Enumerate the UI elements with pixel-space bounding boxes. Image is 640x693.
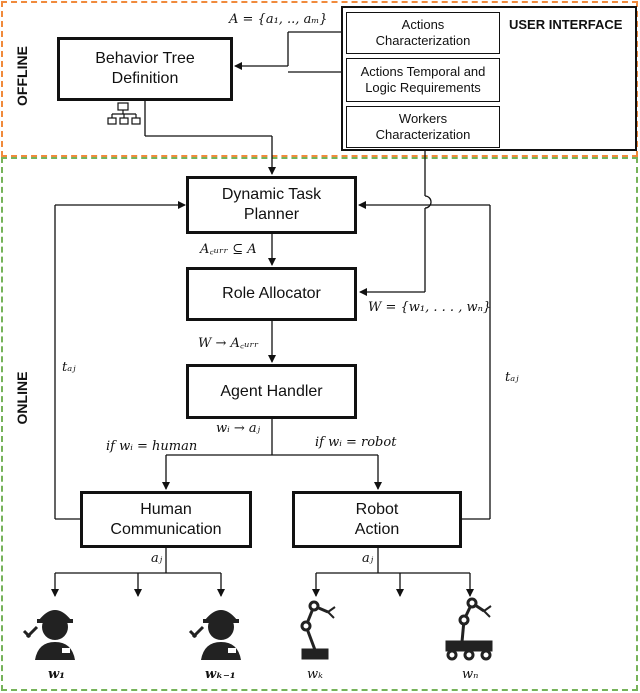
w1-label: w₁ <box>48 667 65 682</box>
if-robot-label: if wᵢ = robot <box>315 435 397 450</box>
actions-characterization-box: Actions Characterization <box>346 12 500 54</box>
aj-left-label: aⱼ <box>151 551 163 566</box>
offline-region <box>1 1 638 157</box>
worker-icon-1 <box>22 610 75 660</box>
if-human-label: if wᵢ = human <box>106 439 198 454</box>
agent-handler-box: Agent Handler <box>186 364 357 419</box>
worker-icon-2 <box>188 610 241 660</box>
aj-right-label: aⱼ <box>362 551 374 566</box>
actions-set-label: A = {a₁, .., aₘ} <box>229 12 328 27</box>
task-planner-box: Dynamic Task Planner <box>186 176 357 234</box>
wn-label: wₙ <box>462 667 479 682</box>
t-aj-left-label: tₐⱼ <box>62 360 76 375</box>
w-to-acurr-label: W → A꜀ᵤᵣᵣ <box>198 336 259 351</box>
human-communication-box: Human Communication <box>80 491 252 548</box>
robot-arm-icon-2 <box>445 597 493 661</box>
user-interface-title: USER INTERFACE <box>509 17 623 32</box>
acurr-subset-label: A꜀ᵤᵣᵣ ⊆ A <box>200 242 257 257</box>
role-allocator-box: Role Allocator <box>186 267 357 321</box>
actions-temporal-requirements-box: Actions Temporal and Logic Requirements <box>346 58 500 102</box>
hierarchy-icon <box>107 102 141 125</box>
wk-label: wₖ <box>307 667 323 682</box>
wk-minus-1-label: wₖ₋₁ <box>205 667 236 682</box>
robot-action-box: Robot Action <box>292 491 462 548</box>
behavior-tree-box: Behavior Tree Definition <box>57 37 233 101</box>
workers-set-label: W = {w₁, . . . , wₙ} <box>368 300 492 315</box>
wi-to-aj-label: wᵢ → aⱼ <box>216 421 261 436</box>
t-aj-right-label: tₐⱼ <box>505 370 519 385</box>
online-region <box>1 157 638 691</box>
robot-arm-icon-1 <box>300 600 336 660</box>
workers-characterization-box: Workers Characterization <box>346 106 500 148</box>
